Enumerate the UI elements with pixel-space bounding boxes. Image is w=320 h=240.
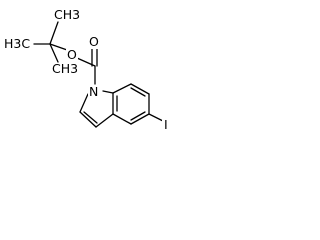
bond-c5-c4 (130, 113, 150, 125)
bond-cq-methyl-top (49, 21, 59, 45)
molecular-structure: O O N I CH3 H3C CH3 (4, 7, 170, 132)
indole-nitrogen-bg (88, 85, 100, 98)
carbonyl-oxygen-label: O (89, 34, 99, 49)
iodine-label: I (164, 117, 168, 132)
ester-oxygen-label: O (67, 47, 77, 62)
bond-n1-c2 (79, 93, 89, 113)
bond-c7-c6 (130, 83, 150, 95)
atom-labels: O O N I CH3 H3C CH3 (4, 7, 170, 132)
methyl-bottom-label: CH3 (52, 61, 78, 76)
ester-oxygen-bg (66, 49, 78, 62)
bond-c5-c4-inner (130, 111, 146, 121)
bond-c7-c6-inner (130, 87, 146, 97)
methyl-top-label: CH3 (54, 7, 80, 22)
bond-c2-c3 (79, 111, 97, 128)
bond-c2-c3-inner (83, 111, 98, 124)
bonds (33, 21, 164, 128)
indole-nitrogen-label: N (89, 84, 98, 99)
iodine-bg (162, 118, 170, 131)
bond-c3-c3a (95, 113, 114, 128)
methyl-left-label: H3C (4, 36, 30, 51)
carbonyl-oxygen-bg (88, 36, 100, 49)
bond-c7a-c7 (112, 83, 132, 94)
bond-c5-iodine (148, 113, 164, 122)
bond-c7a-n1 (102, 90, 114, 94)
bond-c4-c3a (112, 113, 132, 125)
bond-cq-methyl-bottom (49, 43, 59, 63)
